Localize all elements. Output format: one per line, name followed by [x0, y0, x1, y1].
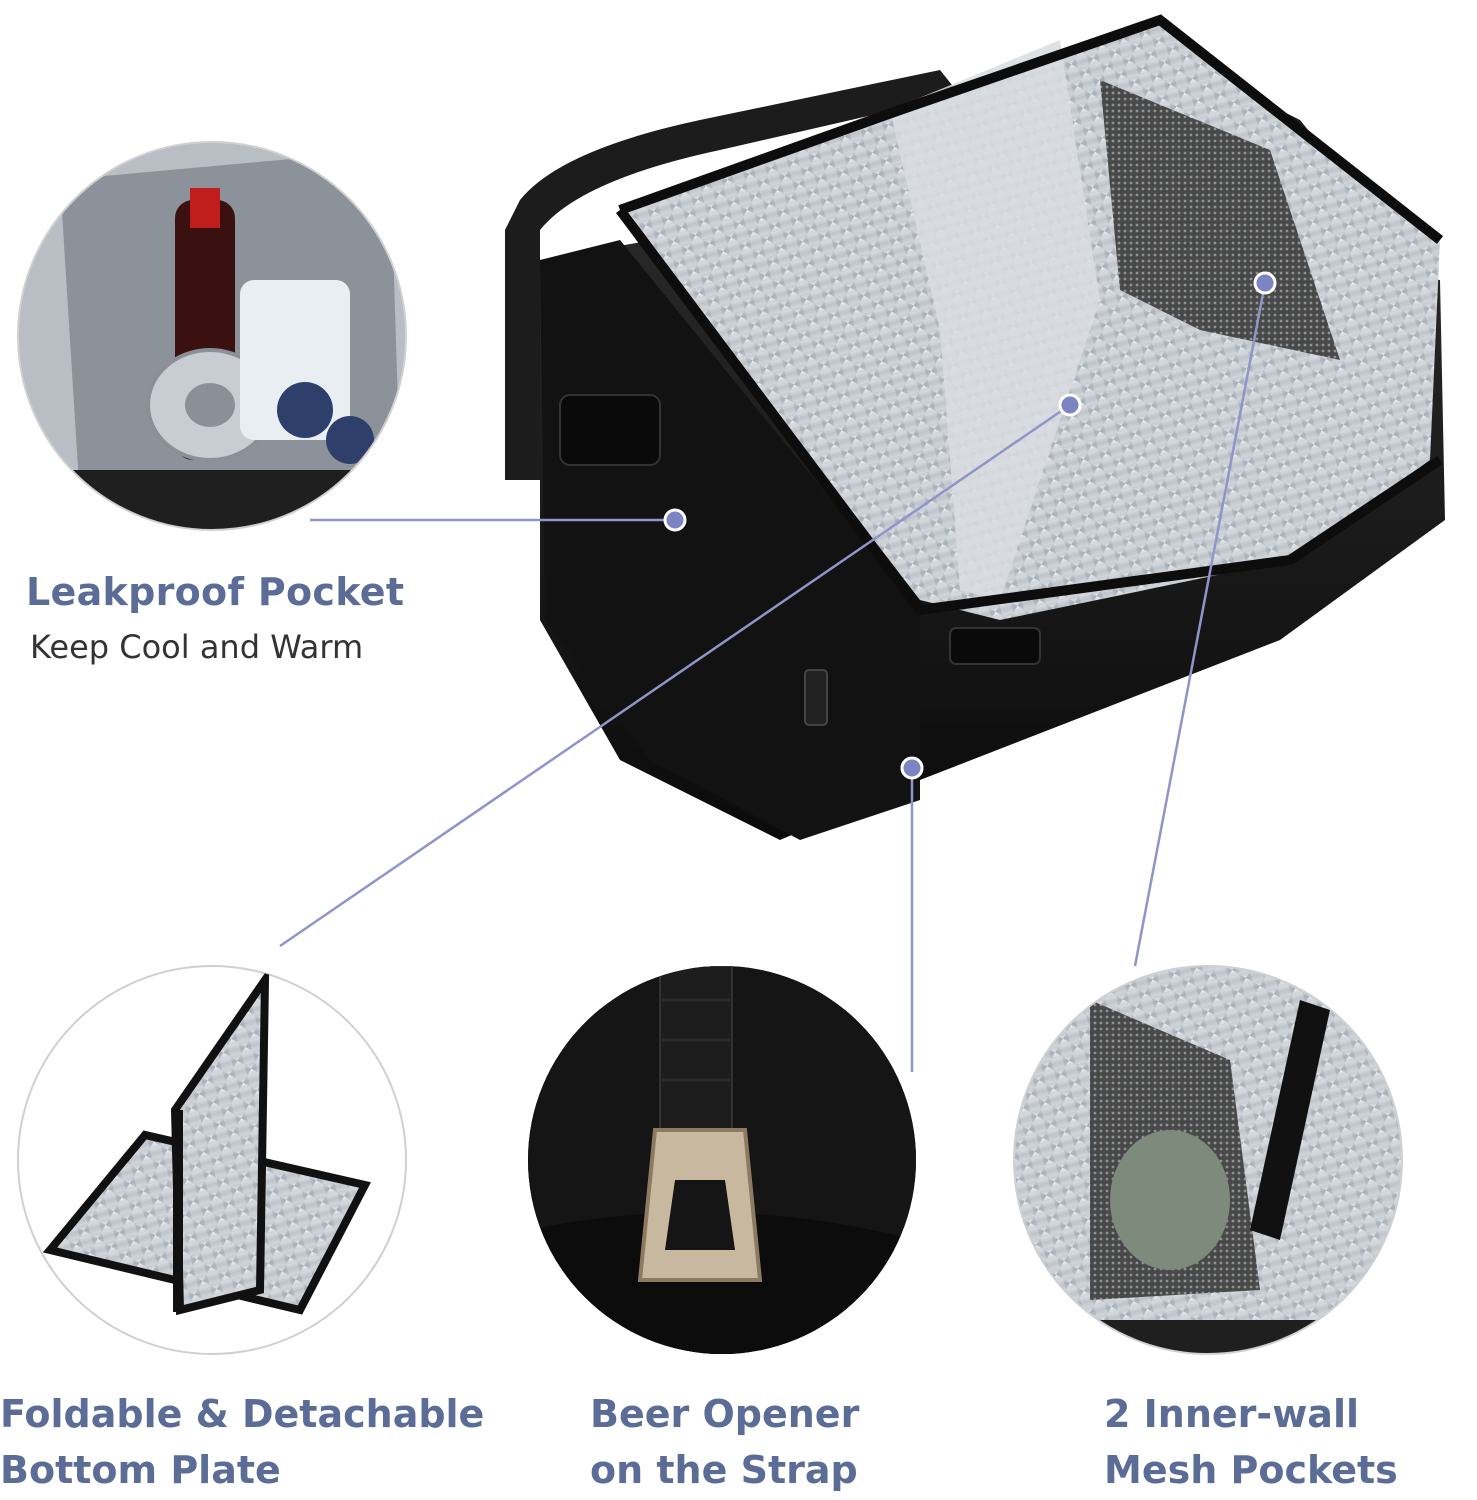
mesh-title-line2: Mesh Pockets	[1104, 1448, 1398, 1492]
cooler-bag-photo	[505, 14, 1445, 840]
leakproof-callout-dot	[663, 508, 687, 532]
mesh-title-line1: 2 Inner-wall	[1104, 1392, 1359, 1436]
mesh-callout-line	[1133, 282, 1267, 967]
opener-callout-dot	[900, 756, 924, 780]
foldable-callout-line	[279, 403, 1071, 948]
bottom-plate-photo	[17, 965, 407, 1355]
leakproof-subtitle: Keep Cool and Warm	[30, 628, 364, 666]
callout-dots	[663, 271, 1277, 780]
mesh-callout-dot	[1253, 271, 1277, 295]
mesh-pocket-photo	[1013, 965, 1403, 1355]
ice-and-drinks-photo	[17, 141, 407, 531]
foldable-title-line2: Bottom Plate	[0, 1448, 281, 1492]
opener-title-line2: on the Strap	[590, 1448, 858, 1492]
callout-lines	[279, 282, 1267, 1072]
opener-title-line1: Beer Opener	[590, 1392, 860, 1436]
leakproof-title: Leakproof Pocket	[26, 570, 405, 614]
bottle-opener-photo	[528, 966, 916, 1354]
foldable-title-line1: Foldable & Detachable	[0, 1392, 485, 1436]
foldable-callout-dot	[1058, 393, 1082, 417]
